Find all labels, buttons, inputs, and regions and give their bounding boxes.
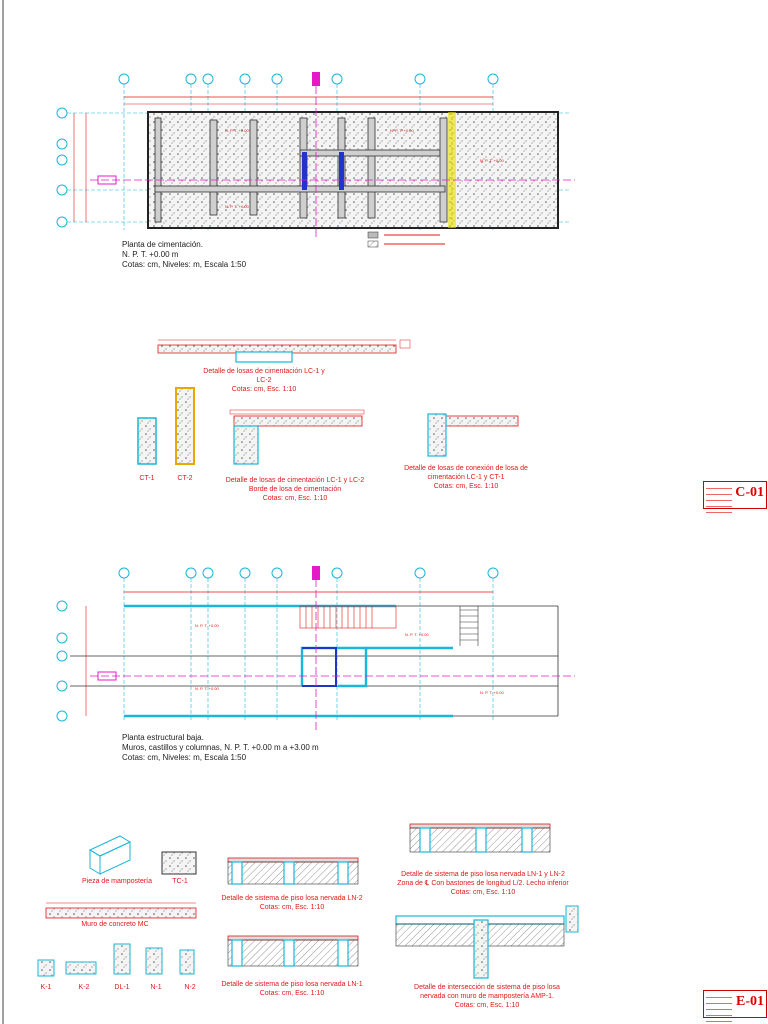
svg-text:N. P. T. +0.00: N. P. T. +0.00 (390, 128, 415, 133)
detail-ln1-line2: Cotas: cm, Esc. 1:10 (259, 990, 325, 997)
sheet-code-e01: E-01 (736, 994, 764, 1009)
svg-text:N. P. T. +0.00: N. P. T. +0.00 (480, 158, 505, 163)
foundation-plan-scale: Cotas: cm, Niveles: m, Escala 1:50 (122, 260, 247, 269)
detail-intersection-line3: Cotas: cm, Esc. 1:10 (454, 1002, 520, 1009)
detail-ln12-line3: Cotas: cm, Esc. 1:10 (450, 889, 516, 896)
svg-text:N. P. T. +0.00: N. P. T. +0.00 (195, 623, 220, 628)
svg-text:N. P. T. +0.00: N. P. T. +0.00 (195, 686, 220, 691)
n2-label: N-2 (184, 984, 196, 991)
detail-border-title: Detalle de losas de cimentación LC-1 y L… (220, 476, 370, 503)
foundation-plan: N. P. T. +0.00 N. P. T. +0.00 N. P. T. +… (56, 72, 575, 248)
detail-ln2-line1: Detalle de sistema de piso losa nervada … (221, 895, 363, 902)
detail-connection-line3: Cotas: cm, Esc. 1:10 (433, 483, 499, 490)
structural-plan-scale: Cotas: cm, Niveles: m, Escala 1:50 (122, 753, 247, 762)
detail-border-line2: Borde de losa de cimentación (248, 486, 342, 493)
k2-label: K-2 (78, 984, 90, 991)
sheet-stamp-e01: E-01 (703, 990, 767, 1022)
masonry-piece-label: Pieza de mampostería (81, 878, 153, 885)
detail-intersection-title: Detalle de intersección de sistema de pi… (392, 983, 582, 1010)
detail-ln12-title: Detalle de sistema de piso losa nervada … (374, 870, 592, 897)
detail-ln12-line2: Zona de ℄ Con bastones de longitud L/2. … (397, 880, 569, 887)
detail-ln12-line1: Detalle de sistema de piso losa nervada … (401, 871, 565, 878)
detail-lc-line2: Cotas: cm, Esc. 1:10 (231, 386, 297, 393)
detail-lc-line1: Detalle de losas de cimentación LC-1 y L… (203, 368, 325, 384)
detail-ln1-line1: Detalle de sistema de piso losa nervada … (221, 981, 363, 988)
detail-connection-line2: cimentación LC-1 y CT-1 (427, 474, 505, 481)
detail-lc-title: Detalle de losas de cimentación LC-1 y L… (200, 367, 328, 394)
foundation-plan-npt: N. P. T. +0.00 m (122, 250, 179, 259)
dl1-label: DL-1 (114, 984, 130, 991)
structural-plan: N. P. T. +0.00 N. P. T. +0.00 N. P. T. +… (56, 566, 575, 732)
detail-connection-title: Detalle de losas de conexión de losa de … (396, 464, 536, 491)
detail-ln2-line2: Cotas: cm, Esc. 1:10 (259, 904, 325, 911)
tc1-label: TC-1 (172, 878, 188, 885)
floor-details (37, 823, 579, 979)
ct1-label: CT-1 (139, 475, 155, 482)
structural-plan-walls: Muros, castillos y columnas, N. P. T. +0… (122, 743, 319, 752)
detail-intersection-line2: nervada con muro de mampostería AMP-1. (420, 993, 554, 1000)
svg-text:N. P. T. +0.00: N. P. T. +0.00 (225, 204, 250, 209)
svg-text:N. P. T. +0.00: N. P. T. +0.00 (480, 690, 505, 695)
concrete-wall-label: Muro de concreto MC (81, 921, 149, 928)
detail-connection-line1: Detalle de losas de conexión de losa de (404, 465, 528, 472)
ct2-label: CT-2 (177, 475, 193, 482)
detail-ln2-title: Detalle de sistema de piso losa nervada … (206, 894, 378, 912)
detail-border-line3: Cotas: cm, Esc. 1:10 (262, 495, 328, 502)
detail-ln1-title: Detalle de sistema de piso losa nervada … (206, 980, 378, 998)
detail-border-line1: Detalle de losas de cimentación LC-1 y L… (225, 477, 365, 484)
svg-text:N. P. T. +0.00: N. P. T. +0.00 (405, 632, 430, 637)
foundation-plan-title: Planta de cimentación. (122, 240, 203, 249)
sheet-code-c01: C-01 (735, 485, 764, 500)
k1-label: K-1 (40, 984, 52, 991)
foundation-details (137, 339, 519, 465)
sheet-stamp-c01: C-01 (703, 481, 767, 513)
svg-text:N. P. T. +0.00: N. P. T. +0.00 (225, 128, 250, 133)
n1-label: N-1 (150, 984, 162, 991)
detail-intersection-line1: Detalle de intersección de sistema de pi… (414, 984, 560, 991)
structural-plan-title: Planta estructural baja. (122, 733, 204, 742)
